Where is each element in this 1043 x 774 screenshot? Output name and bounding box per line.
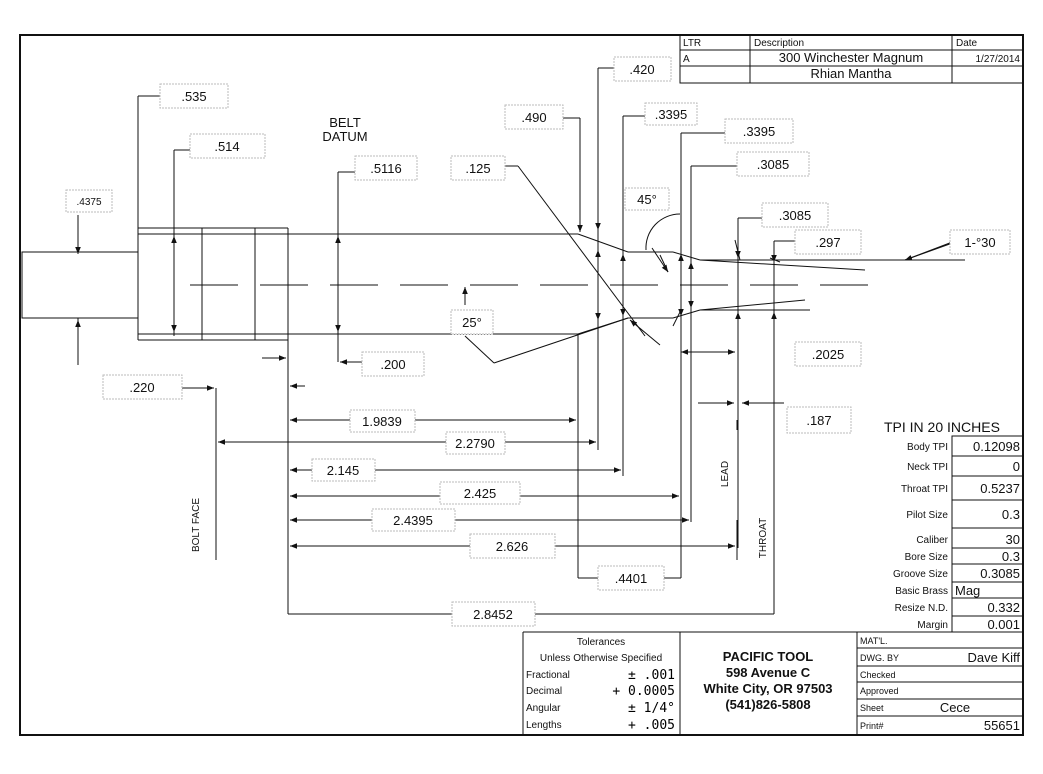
rev-ltr: A (683, 54, 690, 65)
tolerance-label: Fractional (526, 670, 570, 681)
len-4401: .4401 (615, 571, 648, 586)
angle-45: 45° (637, 192, 657, 207)
tpi-label: Body TPI (907, 442, 948, 453)
title-block-grid (522, 631, 1023, 735)
revision-block (679, 34, 1024, 84)
dim-420: .420 (629, 62, 654, 77)
tolerances-subtitle: Unless Otherwise Specified (540, 653, 662, 664)
tpi-label: Margin (917, 620, 948, 631)
tpi-label: Caliber (916, 535, 948, 546)
matl-label: MAT'L. (860, 636, 888, 646)
sheet-border (19, 34, 1024, 736)
angle-25: 25° (462, 315, 482, 330)
rev-header-date: Date (956, 38, 978, 49)
sheet-value: Cece (940, 700, 970, 715)
tolerance-label: Decimal (526, 686, 562, 697)
chamber-profile (21, 213, 965, 614)
dim-2025: .2025 (812, 347, 845, 362)
len-2145: 2.145 (327, 463, 360, 478)
dim-3395-b: .3395 (743, 124, 776, 139)
rev-header-description: Description (754, 38, 804, 49)
print-value: 55651 (984, 718, 1020, 733)
tpi-label: Groove Size (893, 569, 948, 580)
tpi-value: 0.3 (1002, 549, 1020, 564)
dwg-by-value: Dave Kiff (967, 650, 1020, 665)
company-phone: (541)826-5808 (725, 697, 810, 712)
dim-3085-b: .3085 (779, 208, 812, 223)
company-address: 598 Avenue C (726, 665, 811, 680)
dim-3085-a: .3085 (757, 157, 790, 172)
dim-297: .297 (815, 235, 840, 250)
tpi-value: 0.3085 (980, 566, 1020, 581)
tolerance-value: + 0.0005 (612, 684, 675, 699)
throat-taper: 1-°30 (964, 235, 995, 250)
tpi-value: Mag (955, 583, 980, 598)
rev-date: 1/27/2014 (976, 54, 1021, 65)
tolerance-label: Angular (526, 703, 561, 714)
dim-220: .220 (129, 380, 154, 395)
company-name: PACIFIC TOOL (723, 649, 814, 664)
tpi-label: Basic Brass (895, 586, 948, 597)
lead-label: LEAD (720, 461, 731, 487)
tolerance-value: + .005 (628, 718, 675, 733)
dim-187: .187 (806, 413, 831, 428)
tpi-label: Bore Size (905, 552, 949, 563)
len-24395: 2.4395 (393, 513, 433, 528)
tolerances-title: Tolerances (577, 637, 625, 648)
rev-description: 300 Winchester Magnum (779, 50, 924, 65)
tpi-label: Pilot Size (906, 510, 948, 521)
datum-label: DATUM (322, 129, 367, 144)
dimension-boxes (65, 56, 1011, 627)
bolt-face-label: BOLT FACE (191, 498, 202, 552)
rev-header-ltr: LTR (683, 38, 701, 49)
tpi-value: 0.12098 (973, 439, 1020, 454)
dim-535: .535 (181, 89, 206, 104)
dim-490: .490 (521, 110, 546, 125)
approved-label: Approved (860, 686, 899, 696)
len-2626: 2.626 (496, 539, 529, 554)
throat-label: THROAT (758, 518, 769, 558)
tpi-value: 0 (1013, 459, 1020, 474)
tolerance-value: ± .001 (628, 668, 675, 683)
dim-200: .200 (380, 357, 405, 372)
checked-label: Checked (860, 670, 896, 680)
len-22790: 2.2790 (455, 436, 495, 451)
dim-125: .125 (465, 161, 490, 176)
rev-author: Rhian Mantha (811, 66, 893, 81)
len-19839: 1.9839 (362, 414, 402, 429)
sheet-label: Sheet (860, 703, 884, 713)
tpi-value: 0.001 (987, 617, 1020, 632)
tpi-label: Neck TPI (907, 462, 948, 473)
tolerance-value: ± 1/4° (628, 701, 675, 716)
dim-4375: .4375 (76, 197, 101, 208)
print-label: Print# (860, 721, 884, 731)
tpi-value: 0.3 (1002, 507, 1020, 522)
tolerance-label: Lengths (526, 720, 562, 731)
tpi-label: Resize N.D. (895, 603, 948, 614)
tpi-value: 0.5237 (980, 481, 1020, 496)
tpi-label: Throat TPI (901, 484, 948, 495)
tpi-value: 30 (1006, 532, 1020, 547)
tpi-value: 0.332 (987, 600, 1020, 615)
dim-514: .514 (214, 139, 239, 154)
dim-5116: .5116 (370, 161, 402, 176)
company-city: White City, OR 97503 (703, 681, 832, 696)
len-28452: 2.8452 (473, 607, 513, 622)
belt-label: BELT (329, 115, 361, 130)
dimension-arrows (75, 90, 959, 549)
len-2425: 2.425 (464, 486, 497, 501)
tpi-table: Body TPI 0.12098 Neck TPI 0 Throat TPI 0… (893, 439, 1020, 632)
dwg-by-label: DWG. BY (860, 653, 899, 663)
tpi-title: TPI IN 20 INCHES (884, 419, 1000, 435)
dim-3395-a: .3395 (655, 107, 688, 122)
